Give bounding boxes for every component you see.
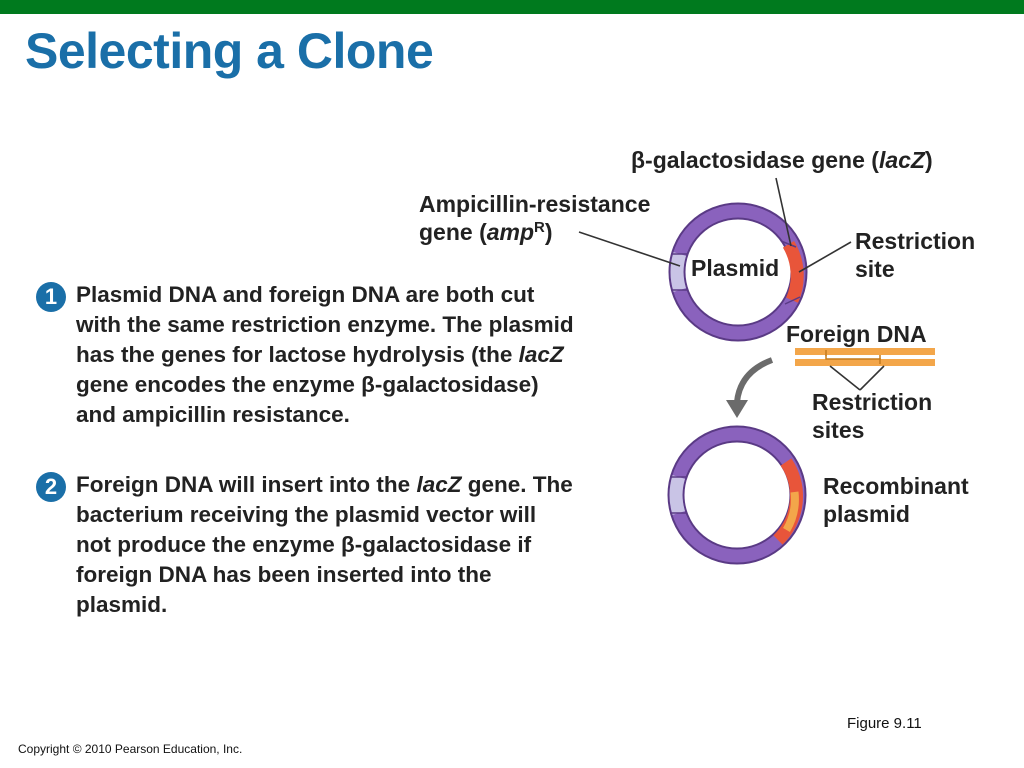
restriction-site-label: Restriction site: [855, 227, 975, 283]
insertion-arrow: [734, 357, 774, 403]
header-bar: [0, 0, 1024, 14]
step-text-part: Plasmid DNA and foreign DNA are both cut…: [76, 282, 574, 367]
step-text: Foreign DNA will insert into the lacZ ge…: [36, 470, 576, 620]
plasmid-label: Plasmid: [691, 255, 780, 281]
step-2: 2 Foreign DNA will insert into the lacZ …: [36, 470, 576, 620]
insertion-arrow-head: [726, 400, 748, 418]
restriction-sites-label: Restriction sites: [812, 388, 932, 444]
recombinant-plasmid-label: Recombinant plasmid: [823, 472, 969, 528]
restriction-sites-leader-line: [859, 365, 885, 391]
step-text-part: gene encodes the enzyme β-galactosidase)…: [76, 372, 539, 427]
label-line: gene (ampR): [419, 218, 650, 246]
label-text: β-galactosidase gene (: [631, 147, 879, 173]
amp-gene-segment: [670, 252, 687, 292]
step-number-badge: 2: [36, 472, 66, 502]
label-line: Recombinant: [823, 473, 969, 499]
gene-name-italic: lacZ: [518, 342, 564, 367]
lacz-gene-segment: [782, 240, 804, 303]
foreign-dna-strand: [795, 348, 935, 366]
plasmid-recombinant: [667, 425, 807, 565]
slide-title: Selecting a Clone: [25, 23, 434, 79]
gene-name-italic: lacZ: [878, 147, 925, 173]
lacz-leader-line: [775, 177, 792, 247]
restriction-site-leader-line: [798, 241, 852, 273]
step-number-badge: 1: [36, 282, 66, 312]
step-text-part: Foreign DNA will insert into the: [76, 472, 417, 497]
restriction-sites-leader-line: [829, 365, 861, 391]
step-1: 1 Plasmid DNA and foreign DNA are both c…: [36, 280, 576, 430]
copyright-notice: Copyright © 2010 Pearson Education, Inc.: [18, 742, 243, 756]
inserted-foreign-dna: [782, 491, 799, 533]
label-line: Restriction: [812, 389, 933, 415]
label-text: gene (: [419, 219, 487, 245]
amp-gene-segment: [669, 475, 686, 515]
amp-leader-line: [578, 231, 681, 267]
gene-name-italic: amp: [486, 219, 535, 245]
step-text-part: gene. The bacterium receiving the plasmi…: [76, 472, 573, 617]
amp-gene-label: Ampicillin-resistance gene (ampR): [419, 190, 650, 246]
lacz-gene-label: β-galactosidase gene (lacZ): [631, 146, 933, 174]
step-text: Plasmid DNA and foreign DNA are both cut…: [36, 280, 576, 430]
label-line: Restriction: [855, 228, 976, 254]
figure-label: Figure 9.11: [847, 715, 922, 732]
label-text: ): [544, 219, 553, 245]
superscript: R: [534, 218, 545, 236]
label-line: plasmid: [823, 501, 910, 527]
label-line: sites: [812, 417, 865, 443]
label-line: site: [855, 256, 895, 282]
gene-name-italic: lacZ: [416, 472, 462, 497]
label-line: Ampicillin-resistance: [419, 191, 651, 217]
foreign-dna-label: Foreign DNA: [786, 321, 927, 347]
label-text: ): [924, 147, 933, 173]
